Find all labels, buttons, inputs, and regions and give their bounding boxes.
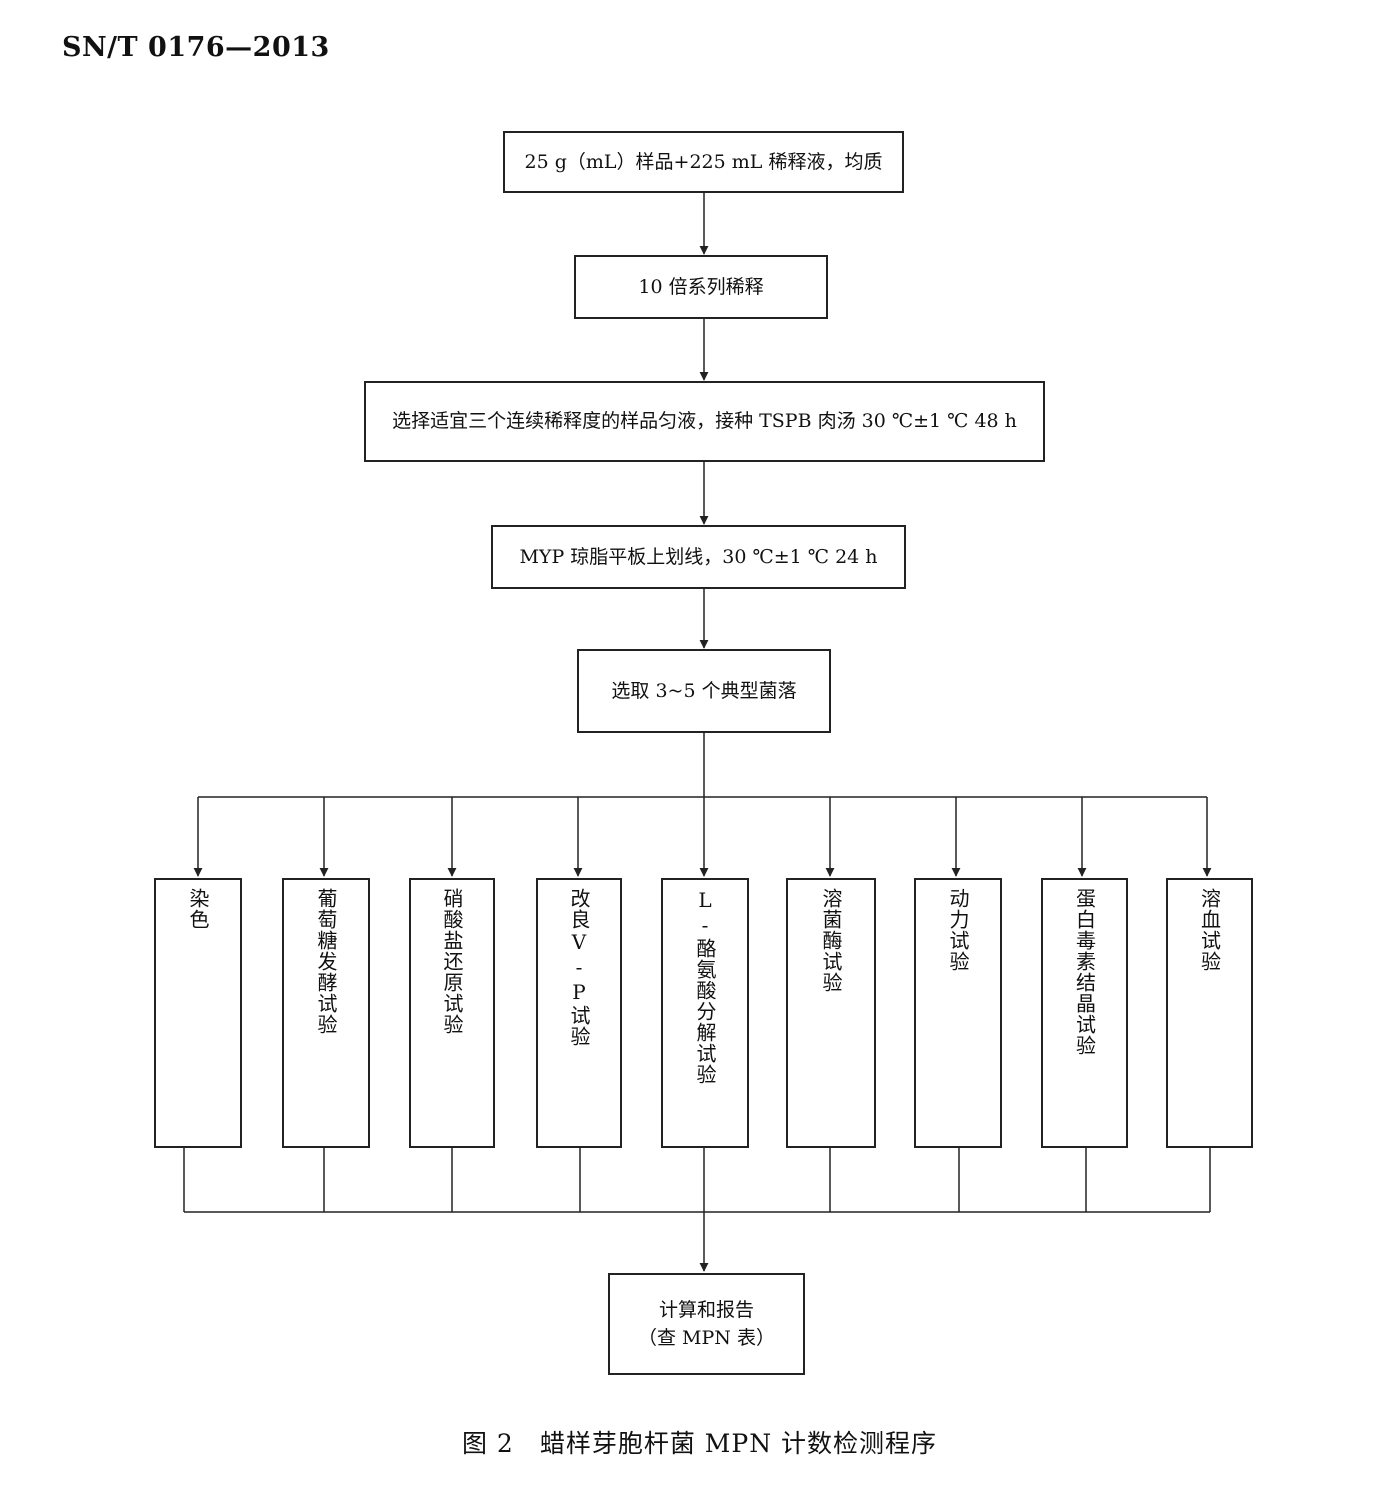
- figure-title: 蜡样芽胞杆菌 MPN 计数检测程序: [539, 1429, 938, 1458]
- figure-caption: 图 2 蜡样芽胞杆菌 MPN 计数检测程序: [0, 1424, 1399, 1460]
- step-homogenize-box: 25 g（mL）样品+225 mL 稀释液，均质: [503, 131, 904, 193]
- final-report-box: 计算和报告 （查 MPN 表）: [608, 1273, 805, 1375]
- test-box-lysozyme: 溶菌酶试验: [786, 878, 876, 1148]
- figure-number: 图 2: [461, 1429, 514, 1458]
- test-label: 蛋白毒素结晶试验: [1072, 888, 1097, 1056]
- test-box-nitrate: 硝酸盐还原试验: [409, 878, 495, 1148]
- test-box-glucose: 葡萄糖发酵试验: [282, 878, 370, 1148]
- test-box-vp: 改良V-P试验: [536, 878, 622, 1148]
- step-dilution-text: 10 倍系列稀释: [638, 275, 764, 298]
- test-label: 染色: [186, 888, 210, 930]
- test-label: 葡萄糖发酵试验: [314, 888, 338, 1035]
- step-dilution-box: 10 倍系列稀释: [574, 255, 828, 319]
- step-select-colonies-box: 选取 3~5 个典型菌落: [577, 649, 831, 733]
- step-select-colonies-text: 选取 3~5 个典型菌落: [611, 679, 797, 702]
- test-box-staining: 染色: [154, 878, 242, 1148]
- test-label: 硝酸盐还原试验: [440, 888, 464, 1035]
- step-streak-box: MYP 琼脂平板上划线，30 ℃±1 ℃ 24 h: [491, 525, 906, 589]
- document-header: SN/T 0176—2013: [62, 32, 330, 63]
- test-box-motility: 动力试验: [914, 878, 1002, 1148]
- final-report-line1: 计算和报告: [658, 1298, 754, 1321]
- step-inoculate-text: 选择适宜三个连续稀释度的样品匀液，接种 TSPB 肉汤 30 ℃±1 ℃ 48 …: [392, 410, 1017, 433]
- step-streak-text: MYP 琼脂平板上划线，30 ℃±1 ℃ 24 h: [519, 545, 878, 568]
- test-label: L-酪氨酸分解试验: [693, 888, 717, 1085]
- test-box-tyrosine: L-酪氨酸分解试验: [661, 878, 749, 1148]
- test-box-toxin-crystal: 蛋白毒素结晶试验: [1041, 878, 1128, 1148]
- step-inoculate-box: 选择适宜三个连续稀释度的样品匀液，接种 TSPB 肉汤 30 ℃±1 ℃ 48 …: [364, 381, 1045, 462]
- step-homogenize-text: 25 g（mL）样品+225 mL 稀释液，均质: [524, 150, 883, 173]
- test-label: 溶血试验: [1197, 888, 1222, 972]
- test-label: 改良V-P试验: [567, 888, 591, 1047]
- test-box-hemolysis: 溶血试验: [1166, 878, 1253, 1148]
- test-label: 溶菌酶试验: [819, 888, 843, 993]
- final-report-line2: （查 MPN 表）: [638, 1327, 775, 1349]
- test-label: 动力试验: [946, 888, 970, 972]
